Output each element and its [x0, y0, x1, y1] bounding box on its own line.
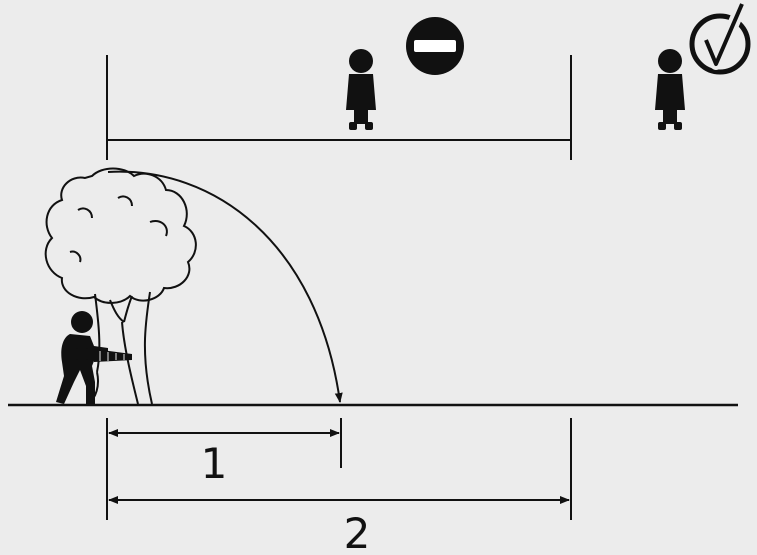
person-icon [346, 49, 376, 130]
danger-zone-bracket [107, 55, 571, 160]
safety-distance-label: 2 [344, 509, 371, 555]
fall-distance-label: 1 [201, 439, 228, 488]
person-with-chainsaw-icon [56, 311, 132, 404]
no-entry-icon [406, 17, 464, 75]
checkmark-icon [692, 4, 748, 72]
safe-person-icon [655, 49, 685, 130]
